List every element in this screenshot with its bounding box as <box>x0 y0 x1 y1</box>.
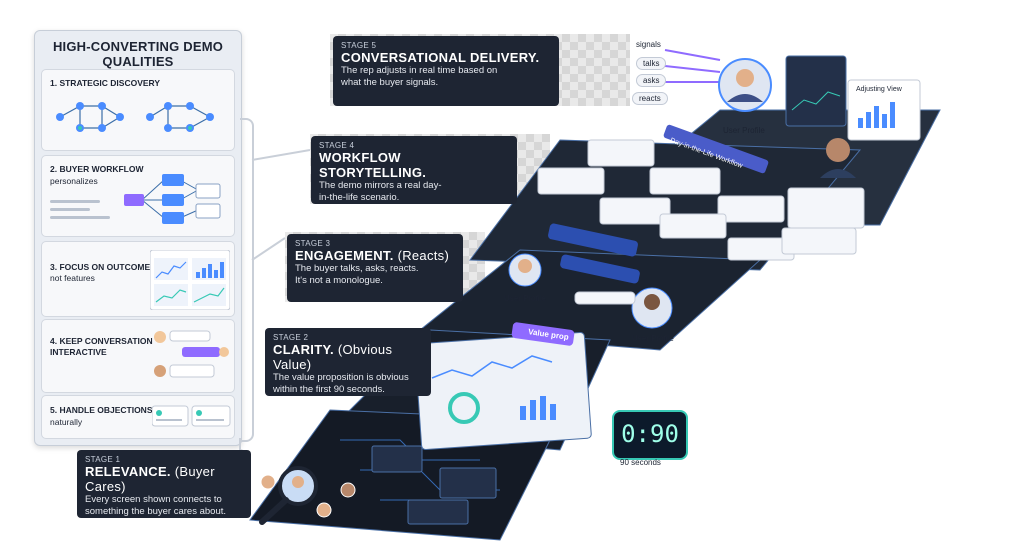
stage-label: STAGE 3 <box>295 239 331 248</box>
value-prop-tag <box>511 322 575 346</box>
workflow-banner-bg <box>663 124 769 174</box>
card-title: 2. BUYER WORKFLOW <box>50 164 144 174</box>
chat-bubbles-icon <box>154 330 229 378</box>
card-title: 3. FOCUS ON OUTCOMES <box>50 262 156 272</box>
text-line <box>50 200 100 203</box>
card-subtitle: naturally <box>50 417 83 427</box>
stage-title: CONVERSATIONAL DELIVERY. <box>341 50 540 65</box>
stage-title-main: ENGAGEMENT. <box>295 248 394 263</box>
avatar-small <box>340 482 356 498</box>
workflow-diagram-icon <box>124 174 221 224</box>
card-subtitle: not features <box>50 273 95 283</box>
stage-title-main: CLARITY. <box>273 342 334 357</box>
card-subtitle: personalizes <box>50 176 98 186</box>
stage-label: STAGE 2 <box>273 333 309 342</box>
timer-display: 0:90 <box>612 410 688 460</box>
user-profile-label: User Profile <box>632 334 674 343</box>
panel-connector <box>240 118 254 442</box>
quality-card-discovery: 1. STRATEGIC DISCOVERY <box>41 69 235 151</box>
objection-tags-icon <box>152 405 231 427</box>
card-title: 4. KEEP CONVERSATION <box>50 336 153 346</box>
signal-pill: reacts <box>632 92 668 105</box>
text-line <box>50 216 110 219</box>
stage-label: STAGE 4 <box>319 141 355 150</box>
stage-desc-line1: The demo mirrors a real day- <box>319 180 442 191</box>
workflow-cards <box>537 139 865 261</box>
timer-label: 90 seconds <box>620 458 661 467</box>
card-title: 5. HANDLE OBJECTIONS <box>50 405 153 415</box>
quality-card-conversation: 4. KEEP CONVERSATION INTERACTIVE <box>41 319 235 393</box>
stage-title: WORKFLOW STORYTELLING. <box>319 150 427 180</box>
stage-title-paren: (Reacts) <box>397 248 450 263</box>
user-profile-label: User Profile <box>504 294 546 303</box>
stage-desc-line2: in-the-life scenario. <box>319 192 400 203</box>
stage-title: CLARITY. (Obvious Value) <box>273 342 423 372</box>
stage-desc-line2: what the buyer signals. <box>341 77 439 88</box>
stage2-callout: STAGE 2 CLARITY. (Obvious Value) The val… <box>265 328 431 396</box>
avatar-small <box>260 474 276 490</box>
signal-pill: signals <box>636 40 661 49</box>
stage-desc-line2: It's not a monologue. <box>295 275 383 286</box>
stage-desc-line1: The buyer talks, asks, reacts. <box>295 263 419 274</box>
stage-desc-line1: The value proposition is obvious <box>273 372 409 383</box>
stage-title: ENGAGEMENT. (Reacts) <box>295 248 455 263</box>
stage1-callout: STAGE 1 RELEVANCE. (Buyer Cares) Every s… <box>77 450 251 518</box>
stage-desc-line1: Every screen shown connects to <box>85 494 222 505</box>
stage-label: STAGE 5 <box>341 41 377 50</box>
stage-desc-line2: within the first 90 seconds. <box>273 384 385 395</box>
stage-title-paren: (Buyer Cares) <box>85 464 215 494</box>
signal-arrows <box>664 49 721 83</box>
stage-title: RELEVANCE. (Buyer Cares) <box>85 464 243 494</box>
quality-card-objections: 5. HANDLE OBJECTIONS naturally <box>41 395 235 439</box>
qualities-panel: HIGH-CONVERTING DEMO QUALITIES 1. STRATE… <box>34 30 242 446</box>
presenter-avatar <box>826 138 850 162</box>
user-profile-label: User Profile <box>723 126 765 135</box>
discovery-network-icon <box>56 102 214 132</box>
stage-desc-line2: something the buyer cares about. <box>85 506 227 517</box>
panel-title: HIGH-CONVERTING DEMO QUALITIES <box>52 39 224 69</box>
stage4-callout: STAGE 4 WORKFLOW STORYTELLING. The demo … <box>311 136 517 204</box>
signal-pill: talks <box>636 57 667 70</box>
avatar-small <box>316 502 332 518</box>
card-title-line2: INTERACTIVE <box>50 347 107 357</box>
stage5-callout: STAGE 5 CONVERSATIONAL DELIVERY. The rep… <box>333 36 559 106</box>
outcome-charts-icon <box>150 250 230 310</box>
value-dashboard-screen <box>414 331 592 451</box>
signal-pill: asks <box>636 74 667 87</box>
quality-card-outcomes: 3. FOCUS ON OUTCOMES not features <box>41 241 235 317</box>
text-line <box>50 208 90 211</box>
stage-title-main: RELEVANCE. <box>85 464 171 479</box>
stage-desc-line1: The rep adjusts in real time based on <box>341 65 498 76</box>
card-title: 1. STRATEGIC DISCOVERY <box>50 78 161 88</box>
stage3-callout: STAGE 3 ENGAGEMENT. (Reacts) The buyer t… <box>287 234 463 302</box>
stage-label: STAGE 1 <box>85 455 121 464</box>
stage-title-paren: (Obvious Value) <box>273 342 393 372</box>
quality-card-workflow: 2. BUYER WORKFLOW personalizes <box>41 155 235 237</box>
adjusting-view-label: Adjusting View <box>856 86 902 93</box>
